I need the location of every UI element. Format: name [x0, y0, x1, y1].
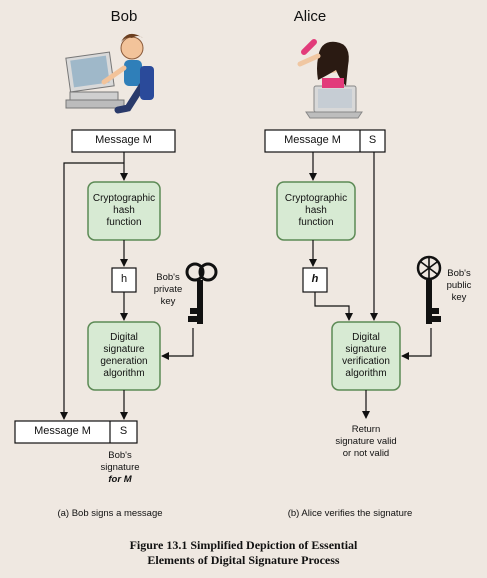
alice-hash-function-box [276, 181, 356, 241]
bob-caption: (a) Bob signs a message [57, 508, 163, 519]
bob-arrow-private-key [161, 328, 194, 360]
alice-message-label: Message M [284, 134, 341, 146]
public-key-icon [416, 255, 442, 324]
alice-s-label: S [368, 134, 377, 146]
alice-arrow-public-key [401, 328, 432, 360]
bob-message-label: Message M [95, 134, 152, 146]
bob-arrow-message-copy [60, 162, 85, 420]
alice-h-label: h [311, 273, 319, 285]
private-key-icon [185, 262, 218, 324]
alice-with-laptop-illustration [297, 39, 363, 119]
bob-s-label: S [119, 425, 128, 437]
alice-h-box [302, 267, 328, 293]
alice-arrow-h-to-verification [314, 292, 353, 321]
bob-signed-message-label: Message M [34, 425, 91, 437]
bob-name: Bob [110, 8, 138, 25]
alice-message-box [264, 129, 386, 153]
alice-caption: (b) Alice verifies the signature [287, 508, 413, 519]
alice-name: Alice [293, 8, 327, 25]
figure-title: Figure 13.1 Simplified Depiction of Esse… [129, 538, 358, 567]
bob-at-computer-illustration [65, 33, 154, 114]
bob-signed-message-box [14, 420, 138, 444]
bob-h-label: h [120, 273, 128, 285]
